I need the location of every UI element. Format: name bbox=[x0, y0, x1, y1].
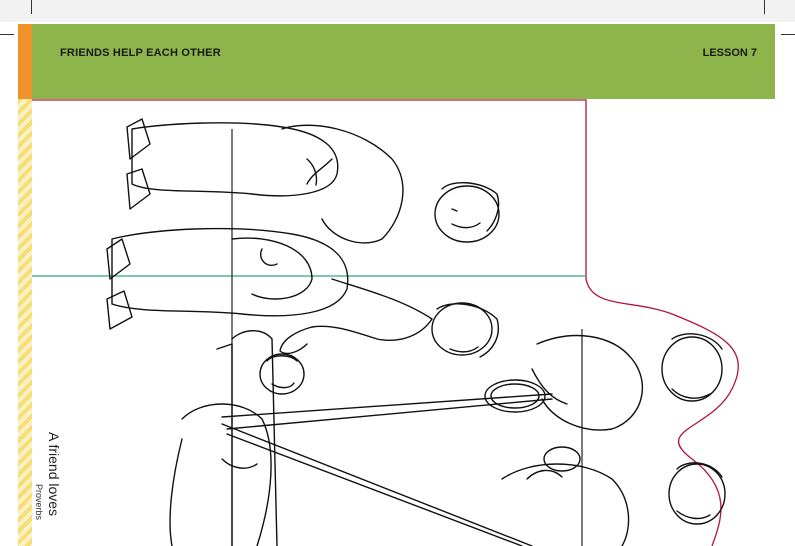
crop-area bbox=[0, 0, 795, 22]
lesson-title: FRIENDS HELP EACH OTHER bbox=[60, 47, 221, 59]
coloring-page-illustration-icon bbox=[32, 99, 739, 546]
orange-tab bbox=[18, 24, 32, 99]
memory-verse: A friend loves bbox=[46, 432, 62, 517]
crop-mark-hright bbox=[781, 34, 795, 35]
crop-mark-right bbox=[764, 0, 765, 14]
lesson-number: LESSON 7 bbox=[702, 47, 757, 59]
yellow-stripe bbox=[18, 99, 32, 546]
coloring-page bbox=[32, 99, 795, 546]
lesson-header bbox=[32, 24, 775, 99]
crop-mark-left bbox=[31, 0, 32, 14]
verse-reference: Proverbs bbox=[34, 484, 44, 521]
verse-clip: A friend loves Proverbs bbox=[30, 430, 70, 546]
crop-mark-hleft bbox=[0, 34, 14, 35]
